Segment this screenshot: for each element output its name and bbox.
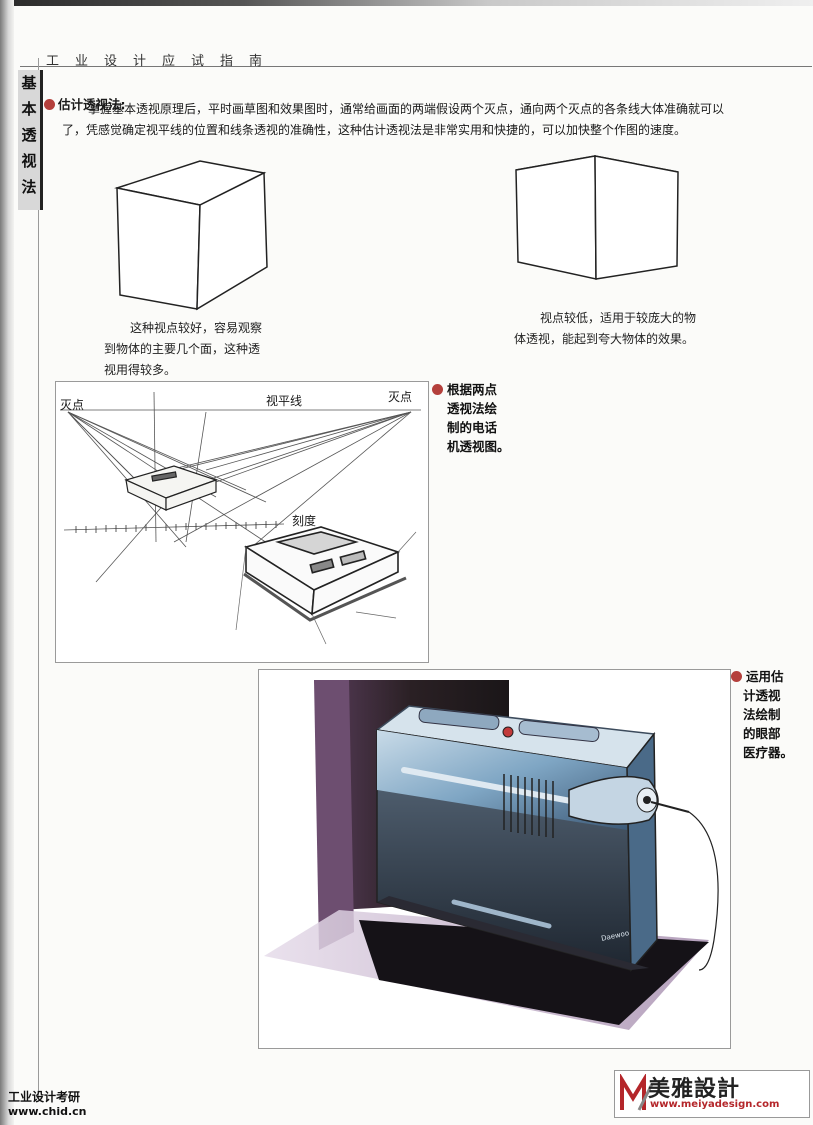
cube-high-caption-2: 到物体的主要几个面，这种透 bbox=[104, 342, 261, 356]
phone-perspective-panel: 灭点 视平线 灭点 刻度 bbox=[55, 381, 429, 663]
vanishing-point-right-label: 灭点 bbox=[388, 390, 413, 404]
note-line: 法绘制 bbox=[743, 707, 781, 722]
intro-paragraph-line1: 掌握基本透视原理后，平时画草图和效果图时，通常给画面的两端假设两个灭点，通向两个… bbox=[88, 102, 725, 116]
chapter-tab: 基 本 透 视 法 bbox=[18, 70, 43, 210]
chapter-tab-char: 法 bbox=[21, 178, 37, 196]
cube-low-view-illustration bbox=[515, 155, 679, 280]
book-title: 工业设计应试指南 bbox=[46, 54, 279, 69]
cube-left-face bbox=[515, 155, 597, 280]
eye-device-rendering bbox=[264, 680, 719, 1030]
cube-right-face bbox=[594, 155, 679, 280]
eye-device-note: 运用估 计透视 法绘制 的眼部 医疗器。 bbox=[731, 667, 793, 762]
section-title-text: 估计透视法: bbox=[58, 97, 126, 112]
cube-low-caption-1: 视点较低，适用于较庞大的物 bbox=[540, 311, 697, 325]
chapter-tab-char: 本 bbox=[21, 100, 37, 118]
bullet-icon bbox=[44, 99, 55, 110]
chapter-tab-char: 基 bbox=[21, 74, 37, 92]
vanishing-point-left-label: 灭点 bbox=[60, 398, 85, 412]
scale-label: 刻度 bbox=[292, 514, 317, 528]
note-line: 的眼部 bbox=[743, 726, 781, 741]
margin-rule bbox=[38, 58, 39, 1098]
cube-left-face bbox=[116, 187, 201, 310]
cube-high-view-illustration bbox=[114, 160, 268, 311]
horizon-line-label: 视平线 bbox=[266, 394, 303, 408]
phone-figure-note: 根据两点 透视法绘 制的电话 机透视图。 bbox=[432, 380, 510, 456]
cube-high-caption-3: 视用得较多。 bbox=[104, 363, 177, 377]
note-line: 制的电话 bbox=[447, 420, 498, 435]
note-line: 机透视图。 bbox=[447, 439, 510, 454]
logo-badge bbox=[614, 1070, 810, 1118]
logo-name: 美雅設計 bbox=[648, 1077, 741, 1102]
cube-high-caption-1: 这种视点较好，容易观察 bbox=[130, 321, 263, 335]
logo-mark-icon bbox=[620, 1074, 654, 1111]
bullet-icon bbox=[731, 671, 742, 682]
header-rule bbox=[20, 66, 812, 67]
logo-url: www.meiyadesign.com bbox=[650, 1099, 780, 1110]
scan-top-strip bbox=[0, 0, 813, 6]
note-line: 计透视 bbox=[743, 688, 781, 703]
footer-watermark-text: 工业设计考研 bbox=[8, 1090, 81, 1104]
note-line: 运用估 bbox=[746, 669, 784, 684]
eye-device-rendering-panel: Daewoo bbox=[258, 669, 731, 1049]
note-line: 医疗器。 bbox=[743, 745, 794, 760]
note-line: 根据两点 bbox=[447, 382, 498, 397]
phone-perspective-drawing bbox=[60, 391, 421, 645]
footer-watermark-url: www.chid.cn bbox=[8, 1105, 87, 1118]
note-line: 透视法绘 bbox=[447, 401, 498, 416]
chapter-tab-char: 透 bbox=[21, 126, 37, 144]
intro-paragraph-line2: 了，凭感觉确定视平线的位置和线条透视的准确性，这种估计透视法是非常实用和快捷的，… bbox=[62, 123, 687, 137]
cube-low-caption-2: 体透视，能起到夸大物体的效果。 bbox=[514, 332, 695, 346]
bullet-icon bbox=[432, 384, 443, 395]
chapter-tab-char: 视 bbox=[21, 152, 37, 170]
scan-left-edge bbox=[0, 0, 14, 1125]
cube-right-face bbox=[196, 171, 268, 311]
section-title: 估计透视法: bbox=[44, 94, 126, 113]
